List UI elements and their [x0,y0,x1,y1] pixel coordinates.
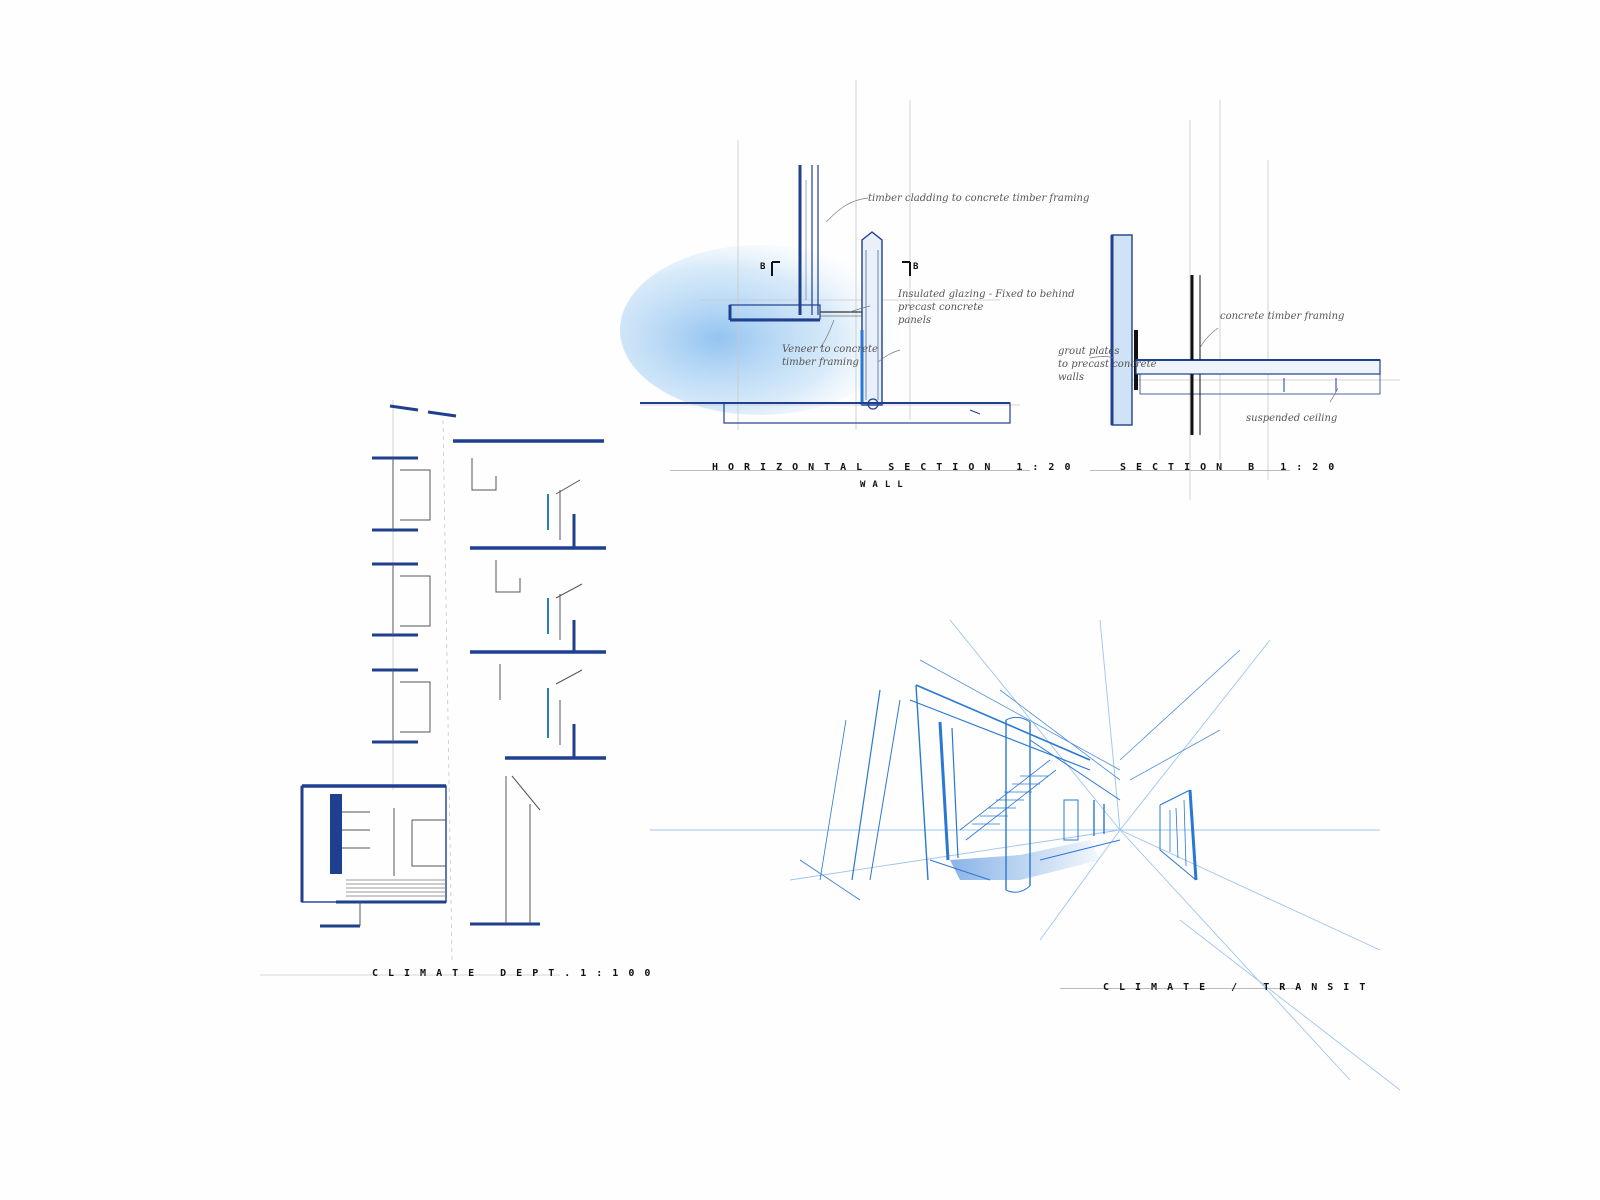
floor-shading [950,840,1100,880]
caption-perspective: CLIMATE / TRANSIT [1103,982,1376,993]
horizontal-section-drawing [620,80,1020,430]
section-b-drawing [1089,100,1400,500]
annotation-veneer-framing: Veneer to concrete timber framing [782,344,878,368]
caption-section-b: SECTION B 1:20 [1120,462,1345,473]
blue-wash [620,245,900,415]
caption-rule [670,470,1030,471]
perspective-drawing [650,619,1401,1091]
caption-rule [1090,470,1290,471]
caption-plan: CLIMATE DEPT.1:100 [372,968,661,979]
precast-wall [1111,234,1133,426]
annotation-concrete-timber: concrete timber framing [1220,311,1345,322]
plan-drawing [260,400,606,976]
annotation-insulated-glazing: Insulated glazing - Fixed to behind prec… [898,289,1075,326]
caption-horizontal-section-sub: WALL [860,480,910,490]
caption-rule [1060,988,1300,989]
section-marker-right: B [913,262,919,272]
section-marker-left: B [760,262,766,272]
annotation-suspended-ceiling: suspended ceiling [1246,413,1338,424]
annotation-grout-plates: grout plates to precast concrete walls [1058,346,1157,383]
annotation-timber-cladding: timber cladding to concrete timber frami… [868,193,1090,204]
caption-horizontal-section: HORIZONTAL SECTION 1:20 [712,462,1081,473]
